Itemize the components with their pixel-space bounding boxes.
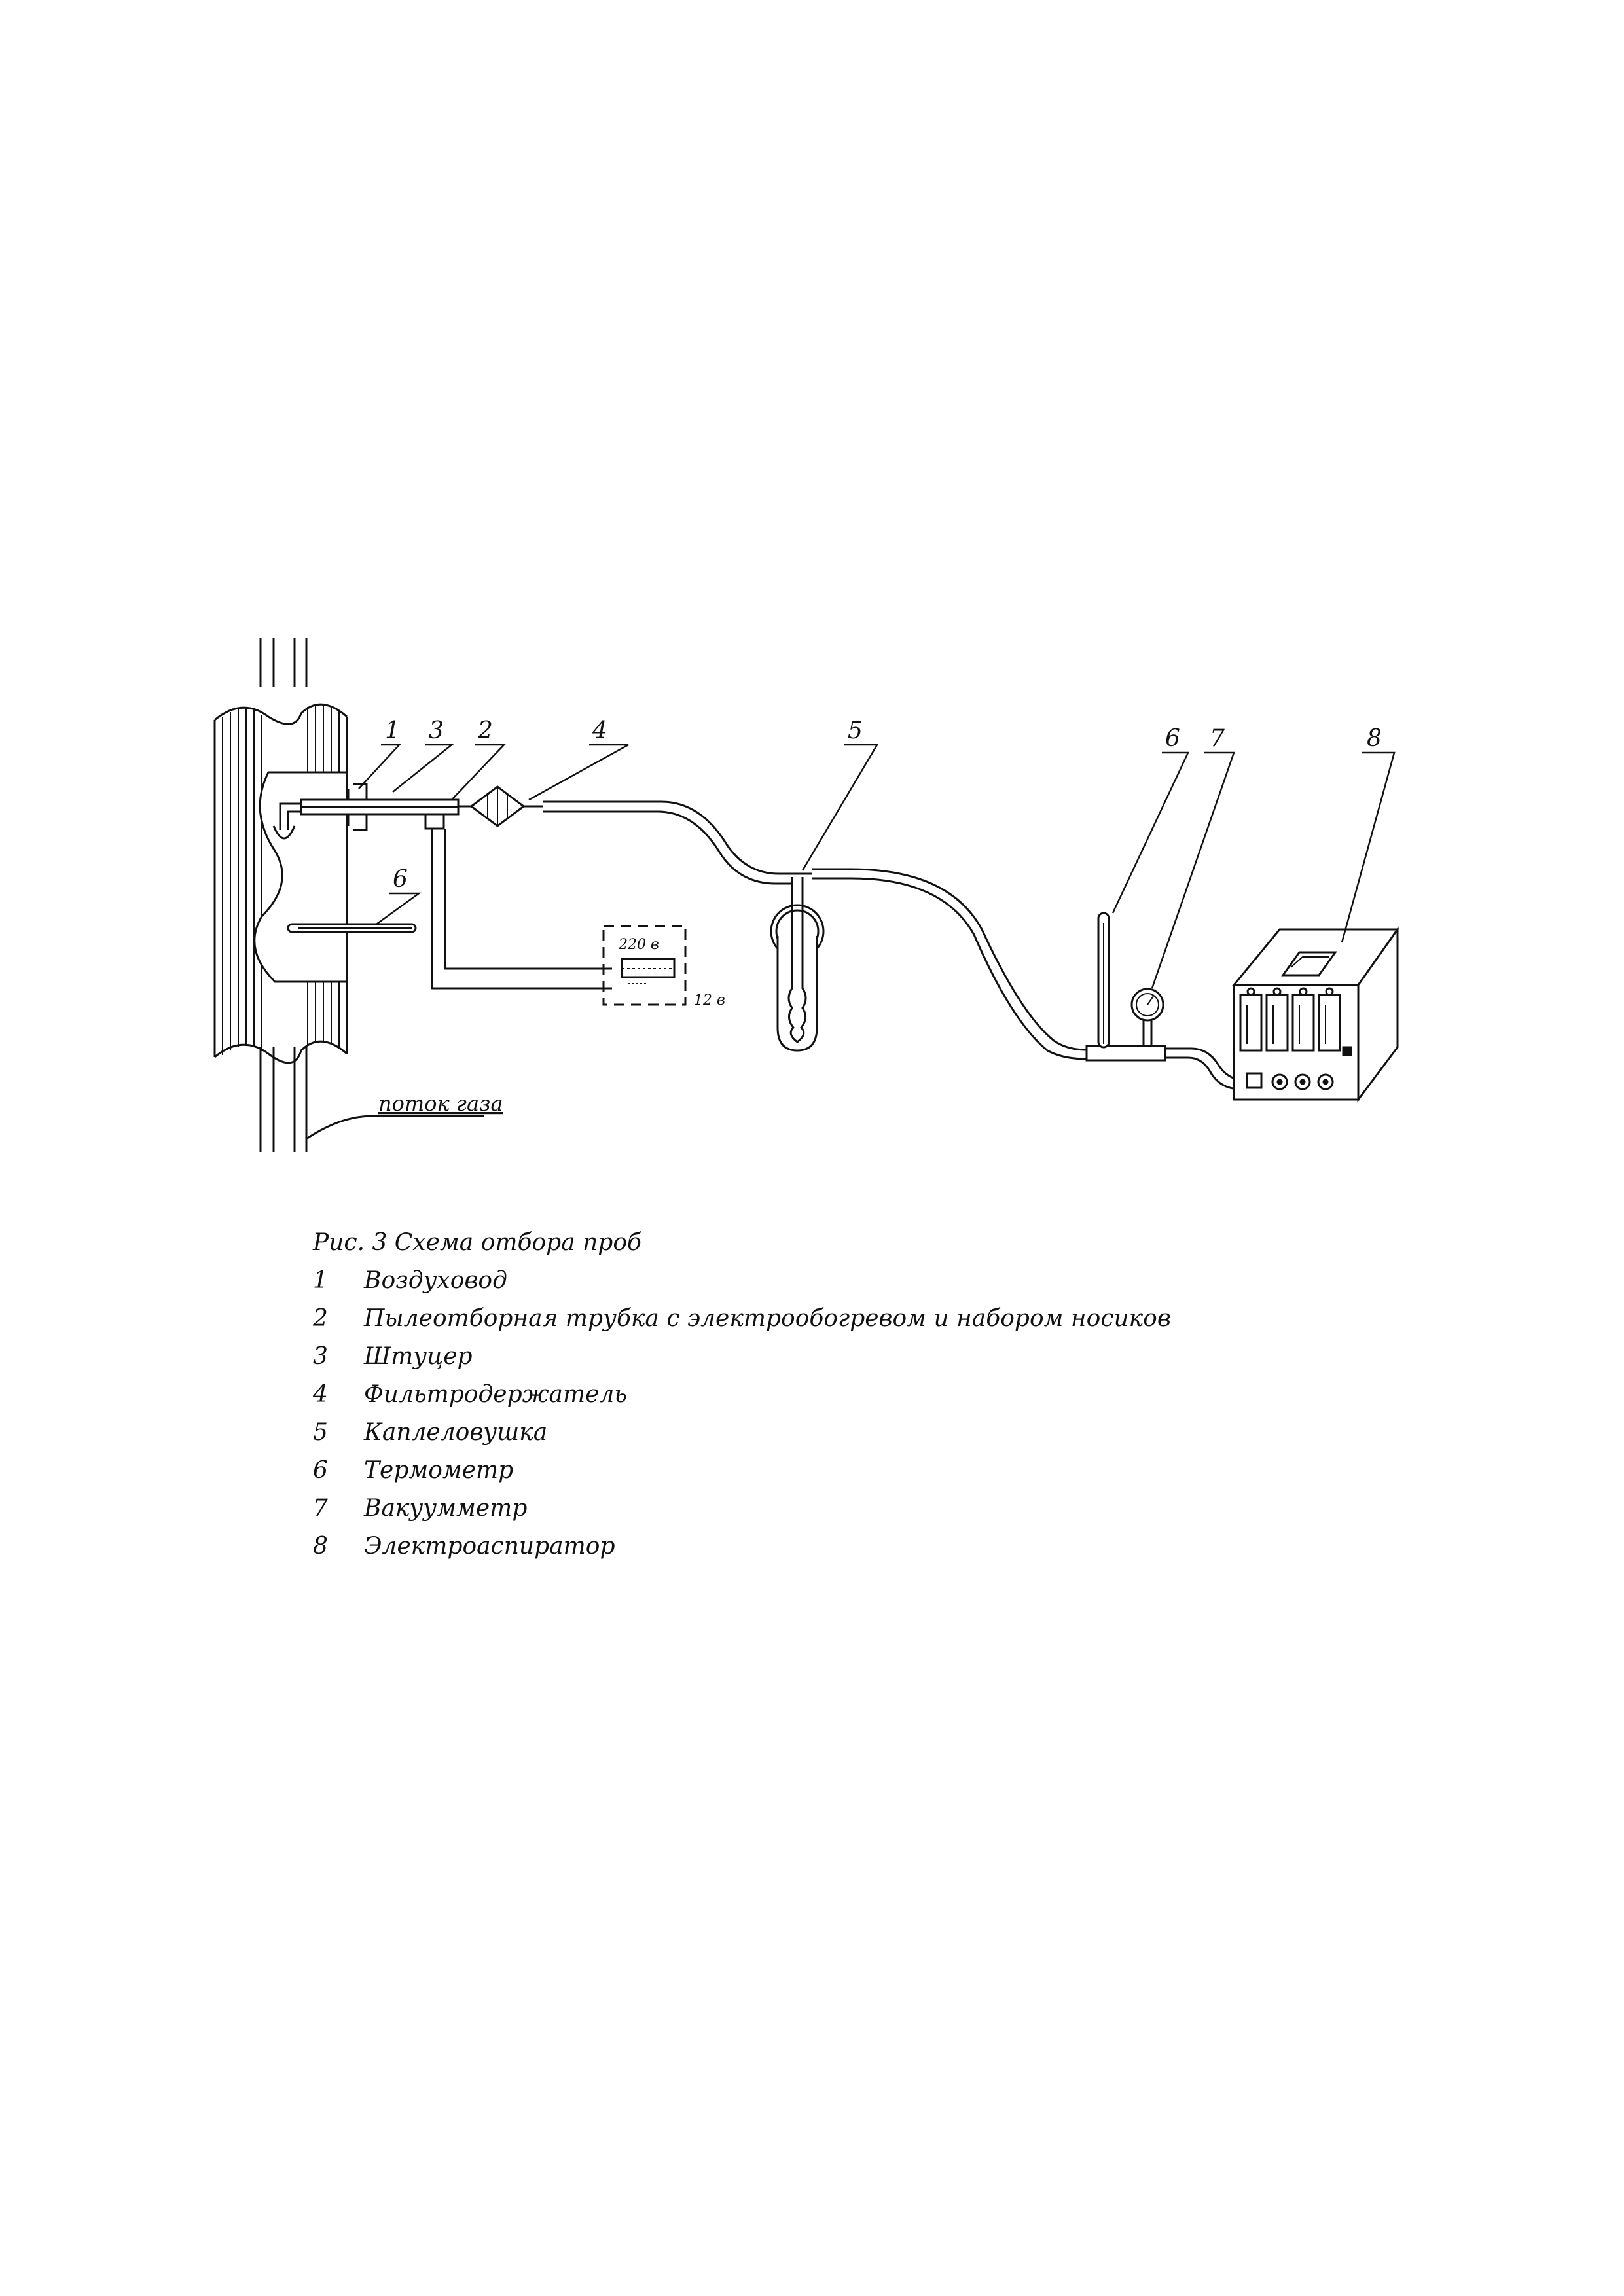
callout-3: 3 <box>429 717 444 744</box>
meter-manifold <box>1085 1045 1166 1062</box>
callout-6-duct: 6 <box>393 866 408 893</box>
gas-flow-label: поток газа <box>378 1091 503 1116</box>
legend-item: 2 Пылеотборная трубка с электрообогревом … <box>313 1300 1295 1338</box>
legend-label: Электроаспиратор <box>364 1533 615 1560</box>
vacuum-gauge <box>1130 988 1164 1046</box>
legend-number: 3 <box>313 1343 328 1370</box>
callout-1: 1 <box>385 717 400 744</box>
legend-number: 5 <box>313 1419 328 1446</box>
figure-caption: Рис. 3 Схема отбора проб 1 Воздуховод 2 Пы… <box>313 1224 1295 1566</box>
callout-2: 2 <box>477 717 493 744</box>
legend-item: 1 Воздуховод <box>313 1262 1295 1300</box>
power-transformer <box>602 925 687 1006</box>
hose-filter-to-trap <box>543 800 792 885</box>
callout-7: 7 <box>1210 725 1225 752</box>
voltage-in-label: 220 в <box>618 937 659 953</box>
callout-8: 8 <box>1367 725 1382 752</box>
air-duct <box>213 638 484 1152</box>
legend-label: Штуцер <box>364 1343 473 1370</box>
filter-holder <box>458 785 543 827</box>
legend-label: Воздуховод <box>364 1267 507 1294</box>
droplet-trap <box>770 872 825 1052</box>
legend-label: Фильтродержатель <box>364 1381 627 1408</box>
legend-label: Пылеотборная трубка с электрообогревом и… <box>364 1305 1171 1332</box>
legend-item: 3 Штуцер <box>313 1338 1295 1376</box>
legend-item: 6 Термометр <box>313 1452 1295 1490</box>
legend-item: 5 Каплеловушка <box>313 1414 1295 1452</box>
line-thermometer <box>1097 912 1110 1049</box>
legend-item: 4 Фильтродержатель <box>313 1376 1295 1414</box>
legend-label: Термометр <box>364 1457 514 1484</box>
legend-number: 2 <box>313 1305 328 1332</box>
callout-5: 5 <box>848 717 863 744</box>
fitting <box>347 783 368 831</box>
legend-item: 7 Вакуумметр <box>313 1490 1295 1528</box>
voltage-out-label: 12 в <box>694 992 725 1009</box>
legend-label: Каплеловушка <box>364 1419 548 1446</box>
legend-label: Вакуумметр <box>364 1495 528 1522</box>
legend-number: 4 <box>313 1381 328 1408</box>
legend-number: 6 <box>313 1457 328 1484</box>
electro-aspirator <box>1231 926 1399 1103</box>
duct-thermometer <box>287 923 417 933</box>
hose-trap-to-meters <box>812 868 1087 1060</box>
heater-wiring <box>431 829 612 990</box>
legend-number: 1 <box>313 1267 328 1294</box>
callout-4: 4 <box>592 717 607 744</box>
caption-title: Рис. 3 Схема отбора проб <box>313 1229 641 1256</box>
legend-number: 8 <box>313 1533 328 1560</box>
callout-6-line: 6 <box>1165 725 1180 752</box>
callout-leaders <box>358 744 1396 989</box>
legend-number: 7 <box>313 1495 328 1522</box>
legend-item: 8 Электроаспиратор <box>313 1528 1295 1566</box>
